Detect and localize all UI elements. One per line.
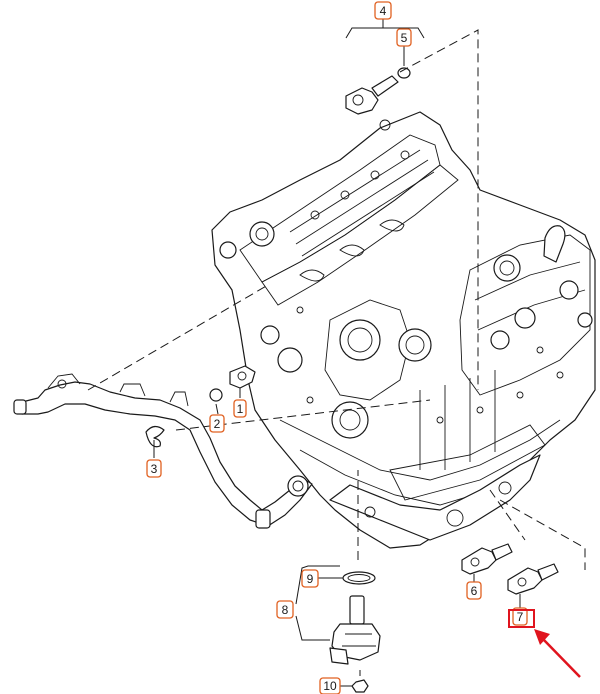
callout-4-label: 4 bbox=[380, 4, 387, 18]
callout-5[interactable]: 5 bbox=[396, 28, 412, 47]
callout-7-label: 7 bbox=[517, 610, 524, 624]
callout-2-label: 2 bbox=[214, 417, 221, 431]
callout-9[interactable]: 9 bbox=[301, 569, 319, 588]
red-pointer-arrow-icon bbox=[534, 629, 581, 678]
callout-6[interactable]: 6 bbox=[466, 581, 482, 600]
part-7-sensor bbox=[507, 563, 559, 595]
part-5-seal bbox=[397, 67, 411, 79]
callout-1-label: 1 bbox=[237, 402, 244, 416]
coolant-pipe bbox=[13, 373, 313, 529]
callout-3-label: 3 bbox=[151, 462, 158, 476]
callout-7[interactable]: 7 bbox=[508, 607, 535, 628]
callout-5-label: 5 bbox=[401, 31, 408, 45]
callout-3[interactable]: 3 bbox=[146, 459, 162, 478]
callout-8[interactable]: 8 bbox=[276, 600, 294, 619]
part-6-sensor bbox=[461, 543, 513, 575]
callout-6-label: 6 bbox=[471, 584, 478, 598]
part-10-bolt bbox=[351, 679, 369, 693]
leader-lines bbox=[153, 18, 521, 687]
part-8-oil-level-sensor bbox=[329, 595, 381, 665]
part-4-sensor bbox=[345, 75, 399, 115]
callout-10-label: 10 bbox=[323, 679, 337, 693]
part-7-highlight-box bbox=[508, 609, 535, 628]
callout-1[interactable]: 1 bbox=[233, 399, 247, 418]
callout-8-label: 8 bbox=[282, 603, 289, 617]
engine-block bbox=[211, 111, 596, 549]
part-2-clip bbox=[209, 388, 223, 402]
callout-9-label: 9 bbox=[307, 572, 314, 586]
part-1-sensor bbox=[229, 365, 256, 389]
callout-2[interactable]: 2 bbox=[209, 414, 225, 433]
callout-4[interactable]: 4 bbox=[374, 1, 392, 20]
callout-10[interactable]: 10 bbox=[319, 677, 341, 694]
part-3-clip bbox=[145, 425, 165, 448]
